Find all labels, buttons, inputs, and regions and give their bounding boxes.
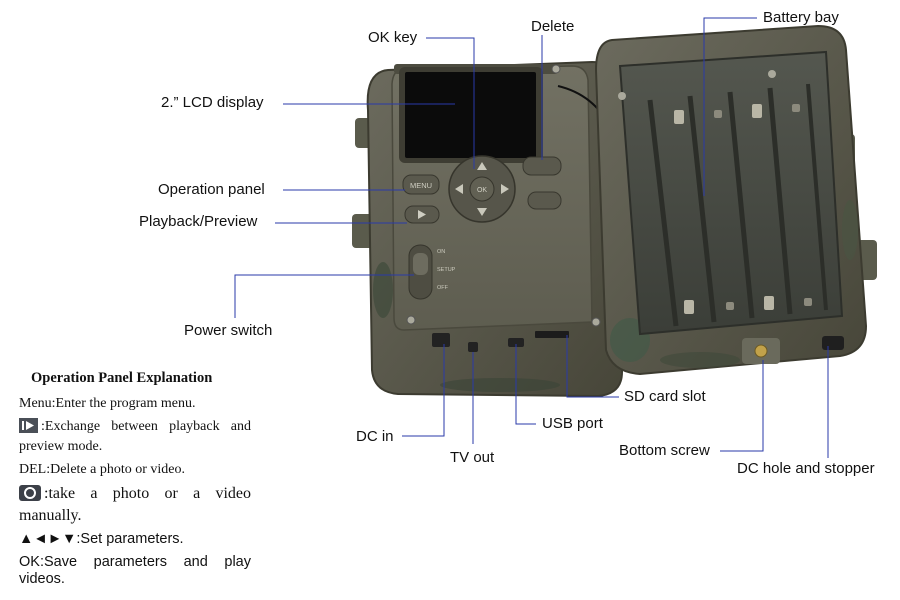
label-tv-out: TV out [450, 449, 494, 467]
label-dc-hole-stopper: DC hole and stopper [737, 460, 875, 478]
explanation-playback: :Exchange between playback and preview m… [19, 419, 251, 454]
lcd-screen [405, 72, 536, 158]
label-playback-preview: Playback/Preview [139, 213, 257, 231]
menu-key-label: MENU [410, 181, 432, 190]
switch-label-on: ON [437, 249, 445, 255]
sd-card-slot [535, 331, 569, 338]
tv-out-port [468, 342, 478, 352]
label-lcd-display: 2.” LCD display [161, 94, 264, 112]
explanation-playback-row: :Exchange between playback and preview m… [19, 418, 251, 455]
label-usb-port: USB port [542, 415, 603, 433]
operation-panel-explanation: Operation Panel Explanation Menu:Enter t… [19, 370, 251, 594]
explanation-arrows: ▲◄►▼:Set parameters. [19, 531, 251, 548]
dc-hole-stopper [822, 336, 844, 350]
explanation-ok: OK:Save parameters and play videos. [19, 554, 251, 588]
playback-icon [19, 418, 38, 438]
front-housing: MENU OK ON SETUP OFF [352, 62, 622, 396]
dc-in-port [432, 333, 450, 347]
explanation-del: DEL:Delete a photo or video. [19, 461, 251, 478]
label-operation-panel: Operation panel [158, 181, 265, 199]
label-battery-bay: Battery bay [763, 9, 839, 27]
explanation-menu: Menu:Enter the program menu. [19, 395, 251, 412]
explanation-shot: :take a photo or a video manually. [19, 485, 251, 524]
label-ok-key: OK key [368, 29, 417, 47]
rear-housing [596, 26, 877, 374]
switch-label-setup: SETUP [437, 267, 456, 273]
explanation-shot-row: :take a photo or a video manually. [19, 484, 251, 525]
explanation-title: Operation Panel Explanation [31, 370, 251, 387]
switch-label-off: OFF [437, 285, 449, 291]
label-delete: Delete [531, 18, 574, 36]
bottom-screw [755, 345, 767, 357]
label-power-switch: Power switch [184, 322, 272, 340]
ok-key-label: OK [477, 187, 487, 194]
leader-bottom-screw [720, 360, 763, 451]
shutter-key[interactable] [528, 192, 561, 209]
label-sd-card-slot: SD card slot [624, 388, 706, 406]
label-dc-in: DC in [356, 428, 394, 446]
power-switch-slider[interactable] [413, 253, 428, 275]
label-bottom-screw: Bottom screw [619, 442, 710, 460]
camera-icon [19, 485, 41, 506]
